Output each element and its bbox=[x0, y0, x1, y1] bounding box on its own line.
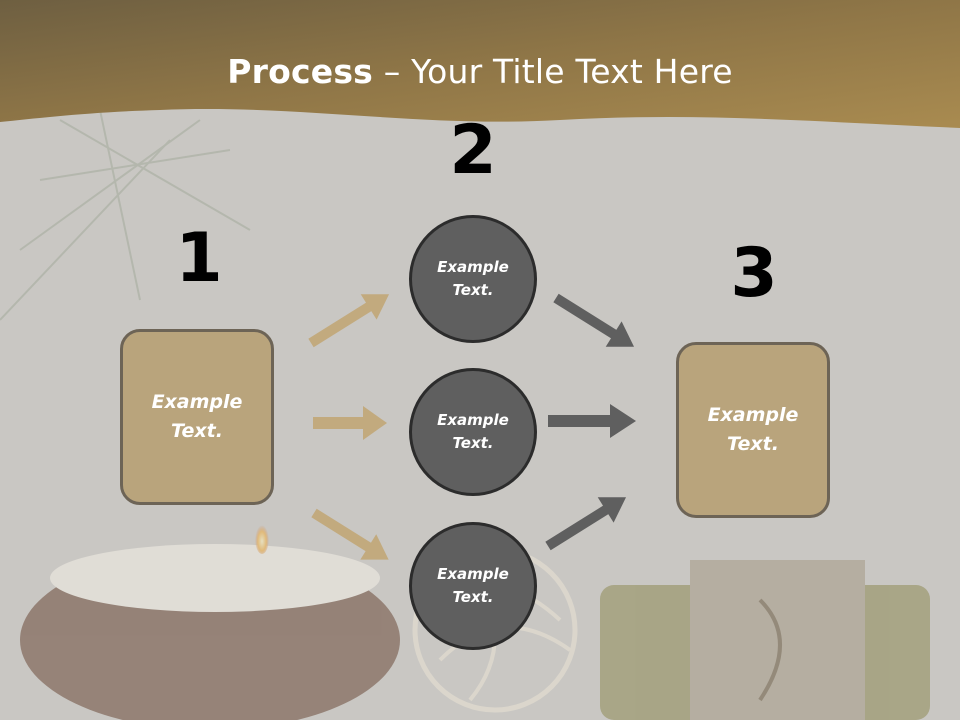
title-bold: Process bbox=[227, 52, 374, 91]
palm-leaf-shadow bbox=[0, 109, 251, 321]
step-number-1: 1 bbox=[175, 219, 223, 298]
step-3-label: Example Text. bbox=[707, 404, 799, 455]
arrow-step1-to-circle2 bbox=[313, 406, 387, 440]
step-1-label: Example Text. bbox=[151, 391, 243, 442]
soap-bar bbox=[600, 560, 930, 720]
arrow-circle2-to-step3 bbox=[548, 404, 636, 438]
circle-1-label: Example Text. bbox=[437, 258, 509, 299]
step-3-box: Example Text. bbox=[676, 342, 830, 518]
circle-3: Example Text. bbox=[409, 522, 537, 650]
arrow-circle3-to-step3 bbox=[545, 497, 627, 551]
arrow-step1-to-circle1 bbox=[308, 294, 390, 348]
coconut-candle bbox=[20, 522, 400, 720]
step-number-2: 2 bbox=[449, 111, 497, 190]
slide-title: Process – Your Title Text Here bbox=[0, 52, 960, 91]
header-band bbox=[0, 0, 960, 128]
title-rest: – Your Title Text Here bbox=[373, 52, 733, 91]
step-number-3: 3 bbox=[730, 234, 778, 313]
arrow-step1-to-circle3 bbox=[311, 508, 389, 560]
circle-2-label: Example Text. bbox=[437, 411, 509, 452]
circle-2: Example Text. bbox=[409, 368, 537, 496]
circle-3-label: Example Text. bbox=[437, 565, 509, 606]
circle-1: Example Text. bbox=[409, 215, 537, 343]
arrow-circle1-to-step3 bbox=[553, 293, 635, 347]
step-1-box: Example Text. bbox=[120, 329, 274, 505]
